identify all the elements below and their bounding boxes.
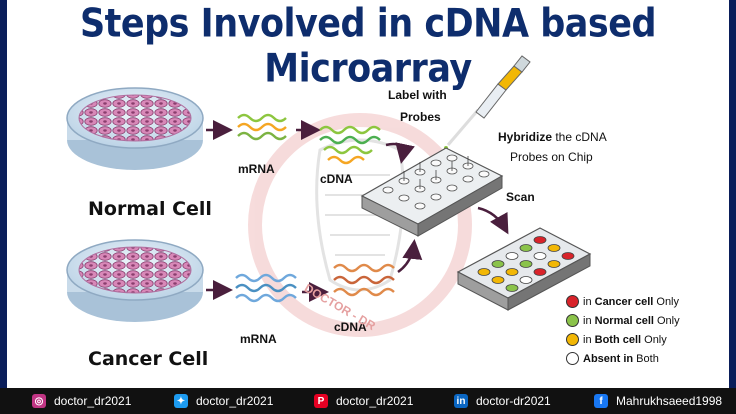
arrow-chip-to-scan [477,206,509,235]
cdna-top-strands [319,125,381,165]
legend-suffix: Only [653,314,680,327]
normal-cell-dish [66,87,204,170]
legend-suffix: Only [653,295,680,308]
footer-handle: Mahrukhsaeed1998 [616,394,723,408]
legend-dot [566,295,579,308]
footer-social-link[interactable]: ✦ doctor_dr2021 [174,394,273,408]
linkedin-icon: in [454,394,468,408]
scan-label: Scan [506,190,535,204]
left-frame [0,0,7,388]
cdna-bottom-strands [333,263,395,297]
hybridization-chip [360,147,504,237]
normal-cell-label: Normal Cell [88,198,212,220]
legend-item: in Both cell Only [566,330,680,349]
watermark-seal [248,113,472,337]
right-frame [729,0,736,388]
legend-emph: Normal cell [594,314,654,327]
legend-dot [566,352,579,365]
footer-social-link[interactable]: in doctor-dr2021 [454,394,551,408]
legend-item: in Normal cell Only [566,311,680,330]
mrna-bottom-label: mRNA [240,332,277,346]
legend-suffix: Both [633,352,659,365]
footer-handle: doctor_dr2021 [196,394,274,408]
pinterest-icon: P [314,394,328,408]
legend-prefix: in [583,314,595,327]
legend-emph: Cancer cell [594,295,654,308]
diagram-scene [66,55,592,337]
cancer-cell-label: Cancer Cell [88,348,209,370]
twitter-icon: ✦ [174,394,188,408]
cdna-bottom-label: cDNA [334,320,367,334]
legend-item: Absent in Both [566,349,680,368]
mrna-top-strands [237,113,287,141]
hybridize-line1: Hybridize the cDNA [498,130,607,144]
arrow-cdna-bottom-to-chip [397,239,423,274]
legend-prefix: in [583,295,595,308]
instagram-icon: ◎ [32,394,46,408]
legend-bold: Absent in [583,352,634,365]
mrna-top-label: mRNA [238,162,275,176]
hybridize-bold: Hybridize [498,130,553,144]
legend-dot [566,333,579,346]
mrna-bottom-strands [235,273,297,303]
footer-handle: doctor_dr2021 [336,394,414,408]
arrow-cdna-to-chip [385,142,415,164]
probes-text: Probes [400,110,441,124]
legend-item: in Cancer cell Only [566,292,680,311]
legend-emph: Both cell [594,333,642,346]
footer-social-link[interactable]: ◎ doctor_dr2021 [32,394,131,408]
hybridize-line2: Probes on Chip [510,150,593,164]
footer-social-link[interactable]: f Mahrukhsaeed1998 [594,394,722,408]
page-title: Steps Involved in cDNA based Microarray [79,2,657,92]
hybridize-rest: the cDNA [552,130,607,144]
pipette-icon [444,55,531,150]
facebook-icon: f [594,394,608,408]
scan-chip [456,227,592,311]
cdna-top-label: cDNA [320,172,353,186]
legend-prefix: in [583,333,595,346]
legend-suffix: Only [641,333,667,346]
legend-dot [566,314,579,327]
cancer-cell-dish [66,239,204,322]
label-with-text: Label with [388,88,447,102]
footer-handle: doctor_dr2021 [54,394,132,408]
footer-handle: doctor-dr2021 [476,394,551,408]
